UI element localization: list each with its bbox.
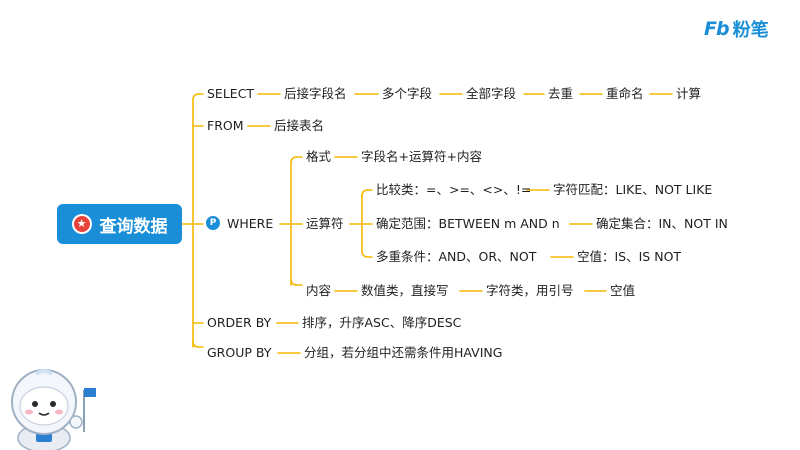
astronaut-mascot-icon — [11, 369, 96, 450]
order-by-item[interactable]: 排序，升序ASC、降序DESC — [302, 315, 462, 330]
logo-text: 粉笔 — [732, 20, 769, 41]
from-item[interactable]: 后接表名 — [274, 118, 325, 133]
branch-group-by[interactable]: GROUP BY — [207, 345, 272, 360]
operator-item[interactable]: 字符匹配：LIKE、NOT LIKE — [553, 182, 713, 197]
select-item[interactable]: 去重 — [548, 86, 574, 101]
content-item[interactable]: 字符类，用引号 — [486, 283, 574, 298]
format-item[interactable]: 字段名+运算符+内容 — [361, 149, 482, 164]
root-label: 查询数据 — [99, 216, 168, 237]
group-by-item[interactable]: 分组，若分组中还需条件用HAVING — [304, 345, 503, 360]
logo-mark: Fb — [704, 18, 730, 40]
content-item[interactable]: 数值类，直接写 — [361, 283, 449, 298]
select-item[interactable]: 多个字段 — [382, 86, 433, 101]
operator-item[interactable]: 确定集合：IN、NOT IN — [596, 216, 728, 231]
branch-order-by[interactable]: ORDER BY — [207, 315, 272, 330]
branch-select[interactable]: SELECT — [207, 86, 255, 101]
flag-marker-icon: P — [206, 216, 220, 230]
select-item[interactable]: 重命名 — [606, 86, 644, 101]
branch-where[interactable]: WHERE — [227, 216, 274, 231]
select-item[interactable]: 计算 — [676, 86, 702, 101]
operator-item[interactable]: 比较类：=、>=、<>、!= — [376, 182, 532, 197]
where-format[interactable]: 格式 — [306, 149, 332, 164]
branch-from[interactable]: FROM — [207, 118, 244, 133]
operator-item[interactable]: 确定范围：BETWEEN m AND n — [376, 216, 560, 231]
operator-item[interactable]: 多重条件：AND、OR、NOT — [376, 249, 537, 264]
select-item[interactable]: 后接字段名 — [284, 86, 347, 101]
where-content[interactable]: 内容 — [306, 283, 332, 298]
operator-item[interactable]: 空值：IS、IS NOT — [577, 249, 682, 264]
content-item[interactable]: 空值 — [610, 283, 636, 298]
where-operators[interactable]: 运算符 — [306, 216, 344, 231]
root-node[interactable]: ★ 查询数据 — [57, 204, 182, 244]
brand-logo: Fb 粉笔 — [704, 16, 769, 42]
star-badge-icon: ★ — [71, 214, 92, 234]
select-item[interactable]: 全部字段 — [466, 86, 517, 101]
